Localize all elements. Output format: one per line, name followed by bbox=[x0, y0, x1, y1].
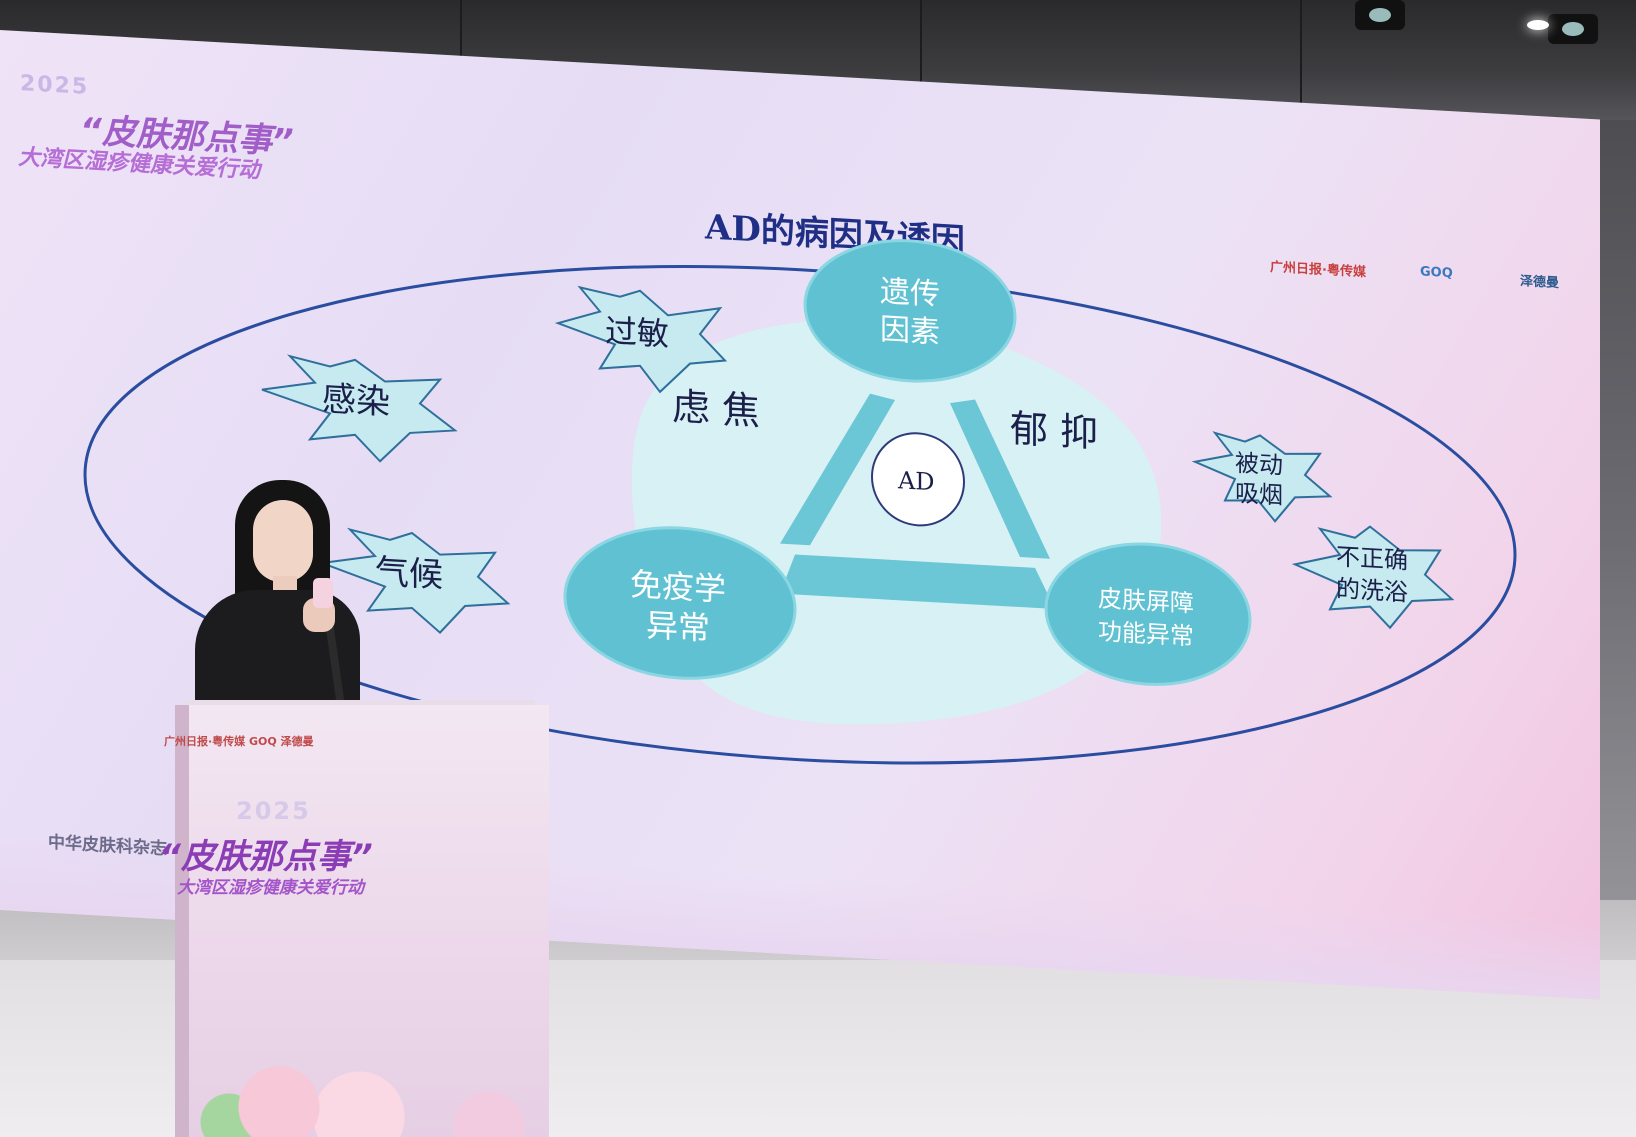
podium-title: “皮肤那点事” bbox=[159, 837, 373, 877]
genetic-label-2: 因素 bbox=[880, 312, 940, 350]
ad-center-circle bbox=[871, 432, 965, 527]
genetic-label-1: 遗传 bbox=[880, 274, 940, 312]
podium-logos: 广州日报·粤传媒 GOQ 泽德曼 bbox=[164, 735, 314, 748]
immune-label-1: 免疫学 bbox=[630, 565, 726, 608]
trigger-star-climate bbox=[321, 527, 511, 634]
podium: 广州日报·粤传媒 GOQ 泽德曼 2025 “皮肤那点事” 大湾区湿疹健康关爱行… bbox=[159, 705, 549, 1137]
spotlight bbox=[1355, 0, 1405, 30]
anxiety-label: 虑 焦 bbox=[672, 385, 760, 434]
trigger-bathing-2: 的洗浴 bbox=[1336, 575, 1408, 607]
ceiling-seam bbox=[1300, 0, 1302, 120]
speaker-face bbox=[253, 500, 313, 582]
trigger-star-smoking bbox=[1191, 431, 1333, 523]
barrier-circle bbox=[1044, 542, 1252, 686]
trigger-star-infection bbox=[261, 354, 458, 463]
triangle-right-bar bbox=[950, 399, 1050, 559]
barrier-label-1: 皮肤屏障 bbox=[1098, 584, 1194, 617]
trigger-star-bathing bbox=[1291, 525, 1455, 630]
ceiling-light bbox=[1527, 20, 1549, 30]
trigger-climate: 气候 bbox=[375, 552, 443, 596]
trigger-bathing-1: 不正确 bbox=[1336, 543, 1408, 575]
trigger-allergy: 过敏 bbox=[605, 312, 669, 354]
immune-label-2: 异常 bbox=[646, 606, 710, 648]
spotlight bbox=[1548, 14, 1598, 44]
etiology-diagram: AD 遗传 因素 免疫学 异常 皮肤屏障 功能异常 虑 焦 郁 抑 过敏 感染 … bbox=[83, 239, 1517, 765]
immune-circle bbox=[563, 526, 797, 680]
podium-flower-art bbox=[189, 1027, 549, 1137]
microphone bbox=[313, 578, 333, 608]
trigger-infection: 感染 bbox=[322, 379, 390, 423]
outer-ellipse bbox=[83, 264, 1517, 765]
trigger-star-allergy bbox=[554, 285, 728, 394]
ad-center-label: AD bbox=[897, 466, 935, 496]
projection-screen: 2025 “皮肤那点事” 大湾区湿疹健康关爱行动 AD的病因及诱因 广州日报·粤… bbox=[0, 30, 1600, 1000]
trigger-smoking-1: 被动 bbox=[1235, 449, 1283, 480]
depression-label: 郁 抑 bbox=[1010, 406, 1098, 455]
genetic-circle bbox=[803, 239, 1017, 383]
speaker bbox=[195, 480, 395, 722]
podium-subtitle: 大湾区湿疹健康关爱行动 bbox=[177, 878, 364, 898]
triangle-bottom-bar bbox=[780, 554, 1055, 609]
barrier-label-2: 功能异常 bbox=[1098, 617, 1194, 650]
ceiling-seam bbox=[920, 0, 922, 120]
triangle-left-bar bbox=[780, 393, 895, 546]
podium-year: 2025 bbox=[236, 797, 311, 825]
trigger-smoking-2: 吸烟 bbox=[1235, 479, 1283, 510]
